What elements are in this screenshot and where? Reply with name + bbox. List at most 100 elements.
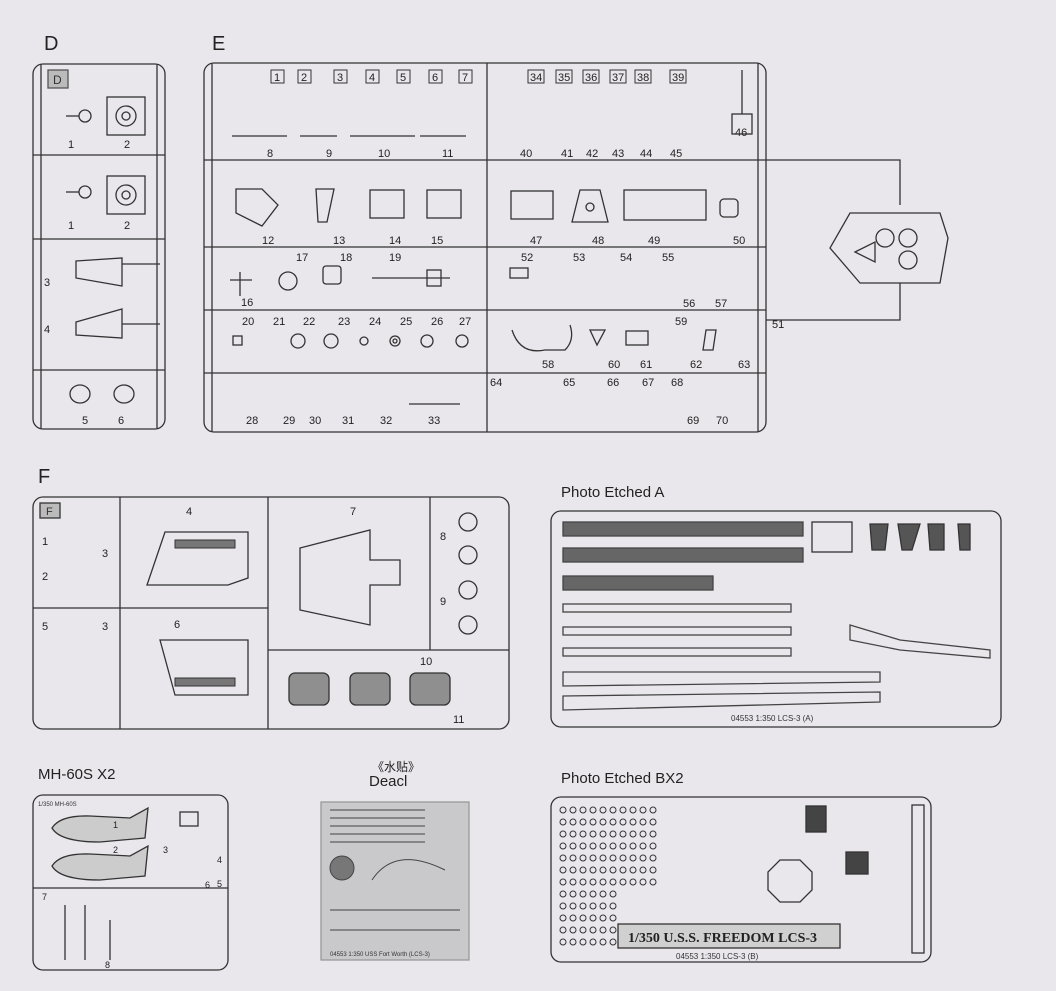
- pe-a-railings: [562, 521, 991, 711]
- e-part-number: 2: [301, 72, 307, 84]
- e-part-number: 17: [296, 252, 308, 264]
- e-part-number: 43: [612, 148, 624, 160]
- d-part-number: 4: [44, 324, 50, 336]
- e-part-number: 48: [592, 235, 604, 247]
- e-part-number: 25: [400, 316, 412, 328]
- f-part-number: 8: [440, 531, 446, 543]
- d-part-number: 3: [44, 277, 50, 289]
- e-part-number: 34: [530, 72, 542, 84]
- f-part-6: [159, 639, 249, 696]
- e-part-number: 23: [338, 316, 350, 328]
- d-part-number: 2: [124, 139, 130, 151]
- decal-heading-cn: 《水贴》: [372, 760, 421, 774]
- f-part-number: 5: [42, 621, 48, 633]
- f-part-number: 1: [42, 536, 48, 548]
- e-part-number: 60: [608, 359, 620, 371]
- f-part-number: 11: [453, 714, 464, 726]
- e-part-number: 11: [442, 148, 453, 160]
- e-part-number: 67: [642, 377, 654, 389]
- e-part-number: 47: [530, 235, 542, 247]
- e-part-number: 24: [369, 316, 381, 328]
- e-part-number: 13: [333, 235, 345, 247]
- d-part-2b-plate: [106, 175, 146, 215]
- mh60-fuselage-2: [51, 844, 149, 881]
- e-part-number: 15: [431, 235, 443, 247]
- sprue-f-heading: F: [38, 466, 51, 488]
- e-part-number: 1: [274, 72, 280, 84]
- mh60-fuselage-1: [51, 806, 149, 843]
- e-part-number: 57: [715, 298, 727, 310]
- mh60-part-number: 2: [113, 845, 118, 855]
- e-part-number: 56: [683, 298, 695, 310]
- photo-etched-b-frame: [550, 796, 932, 963]
- e-part-number: 50: [733, 235, 745, 247]
- e-part-number: 21: [273, 316, 285, 328]
- e-part-number: 20: [242, 316, 254, 328]
- sprue-d-heading: D: [44, 33, 59, 55]
- e-part-number: 16: [241, 297, 253, 309]
- mh60-part-number: 6: [205, 880, 210, 890]
- photo-etched-a-heading: Photo Etched A: [561, 484, 665, 501]
- e-part-number: 52: [521, 252, 533, 264]
- e-part-number: 30: [309, 415, 321, 427]
- e-part-number: 10: [378, 148, 390, 160]
- mh60-part-number: 4: [217, 855, 222, 865]
- e-part-number: 59: [675, 316, 687, 328]
- sprue-d-frame: [32, 63, 166, 430]
- f-part-number: 4: [186, 506, 192, 518]
- mh60-part-number: 1: [113, 820, 118, 830]
- e-part-number: 8: [267, 148, 273, 160]
- photo-etched-a-frame: [550, 510, 1002, 728]
- e-part-number: 19: [389, 252, 401, 264]
- pe-b-title: 1/350 U.S.S. FREEDOM LCS-3: [628, 931, 817, 946]
- e-part-number: 14: [389, 235, 401, 247]
- e-part-number: 66: [607, 377, 619, 389]
- e-part-number: 36: [585, 72, 597, 84]
- e-part-number: 37: [612, 72, 624, 84]
- d-part-number: 1: [68, 139, 74, 151]
- mh60-part-number: 7: [42, 892, 47, 902]
- e-part-number: 31: [342, 415, 354, 427]
- f-part-number: 3: [102, 548, 108, 560]
- e-part-number: 39: [672, 72, 684, 84]
- f-part-4: [146, 531, 249, 586]
- f-part-number: 7: [350, 506, 356, 518]
- mh60-part-number: 5: [217, 879, 222, 889]
- e-part-number: 35: [558, 72, 570, 84]
- decal-heading: Deacl: [369, 773, 408, 790]
- e-part-number: 40: [520, 148, 532, 160]
- mh60-part-number: 3: [163, 845, 168, 855]
- e-part-number: 26: [431, 316, 443, 328]
- decal-code: 04553 1:350 USS Fort Worth (LCS-3): [330, 952, 430, 958]
- d-part-number: 2: [124, 220, 130, 232]
- e-part-number: 32: [380, 415, 392, 427]
- e-part-number: 42: [586, 148, 598, 160]
- e-part-number: 46: [735, 127, 747, 139]
- e-part-number: 9: [326, 148, 332, 160]
- sprue-f-frame: [32, 496, 510, 730]
- d-part-2-plate: [106, 96, 146, 136]
- sprue-e-heading: E: [212, 33, 226, 55]
- f-part-7: [299, 529, 401, 626]
- e-part-number: 29: [283, 415, 295, 427]
- e-part-number: 6: [432, 72, 438, 84]
- e-part-number-boxes: [270, 69, 687, 84]
- e-part-number: 58: [542, 359, 554, 371]
- e-part-number: 3: [337, 72, 343, 84]
- d-part-number: 1: [68, 220, 74, 232]
- sprue-f-tag: F: [46, 506, 53, 518]
- e-part-12: [235, 188, 279, 227]
- e-part-number: 45: [670, 148, 682, 160]
- mh60-heading: MH-60S X2: [38, 766, 116, 783]
- e-part-number: 7: [462, 72, 468, 84]
- e-part-number: 38: [637, 72, 649, 84]
- e-part-number: 63: [738, 359, 750, 371]
- pe-b-code: 04553 1:350 LCS-3 (B): [676, 952, 759, 961]
- e-part-number: 55: [662, 252, 674, 264]
- pe-a-code: 04553 1:350 LCS-3 (A): [731, 714, 814, 723]
- e-part-number: 27: [459, 316, 471, 328]
- e-part-number: 5: [400, 72, 406, 84]
- e-part-number: 53: [573, 252, 585, 264]
- e-part-number: 69: [687, 415, 699, 427]
- e-part-number: 61: [640, 359, 652, 371]
